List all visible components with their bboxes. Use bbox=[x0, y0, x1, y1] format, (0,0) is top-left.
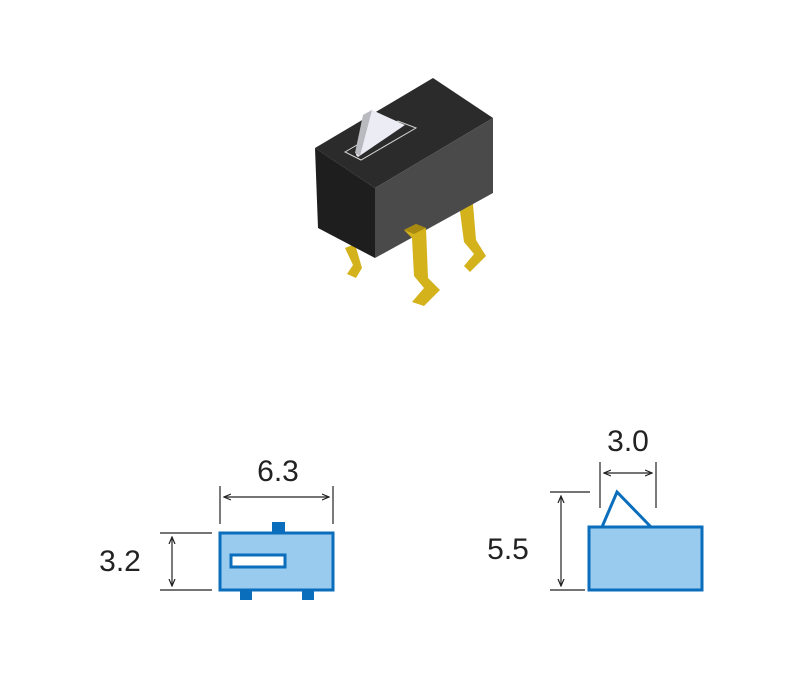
switch-3d-illustration bbox=[315, 78, 493, 306]
height-dimension-label: 3.2 bbox=[99, 545, 141, 578]
actuator-outline bbox=[600, 489, 653, 529]
width-dimension-label: 6.3 bbox=[257, 455, 299, 488]
bottom-tab-right bbox=[302, 589, 314, 600]
body-right-face bbox=[375, 118, 493, 258]
top-tab bbox=[272, 522, 285, 533]
side-view-body bbox=[587, 525, 704, 592]
top-view-drawing: 6.3 3.2 bbox=[99, 455, 335, 600]
side-view-drawing: 3.0 5.5 bbox=[487, 425, 704, 592]
bottom-tab-left bbox=[240, 589, 252, 600]
slide-slot bbox=[229, 553, 287, 569]
pin-front bbox=[404, 224, 440, 306]
total-height-dimension-label: 5.5 bbox=[487, 533, 529, 566]
body-top-face bbox=[315, 78, 493, 188]
body-left-face bbox=[315, 148, 375, 258]
pin-left bbox=[345, 244, 362, 278]
actuator-dimension-label: 3.0 bbox=[607, 425, 649, 458]
pin-right bbox=[458, 192, 486, 272]
